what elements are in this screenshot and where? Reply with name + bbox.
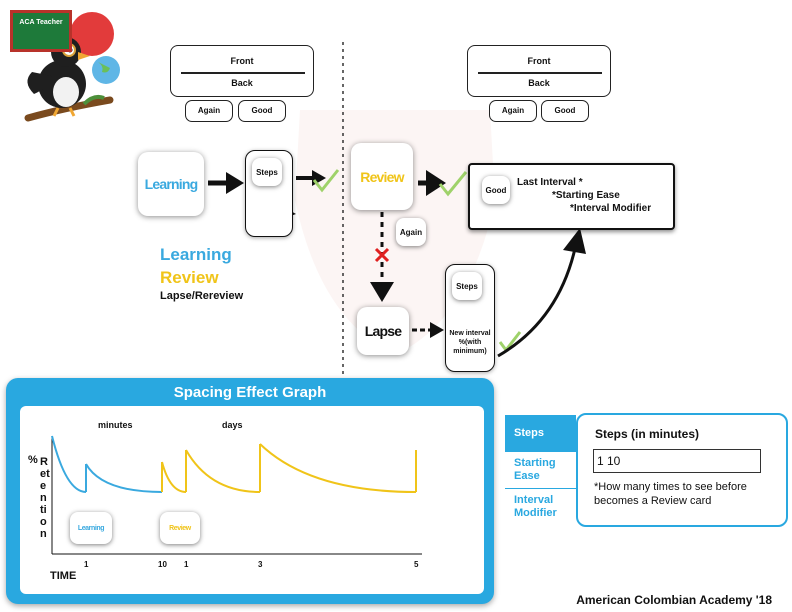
y-axis-label: Retention [40,456,50,540]
tab-starting-ease[interactable]: Starting Ease [505,452,576,488]
card-back-label: Back [528,78,550,88]
last-interval-label: Last Interval * [517,177,583,188]
learning-curve-2 [85,463,163,493]
y-axis-prefix: % [28,454,38,466]
learning-curve-1 [51,435,87,493]
good-chip: Good [482,176,510,204]
tick-5: 5 [414,560,419,569]
learning-tile: Learning [138,152,204,216]
check-icon-review [438,171,468,197]
review-curve-2 [185,449,261,493]
graph-learning-chip: Learning [70,512,112,544]
flashcard-mockup-left: Front Back [170,45,314,97]
card-front-label: Front [230,56,254,66]
days-label: days [222,420,243,430]
review-curve-1 [161,461,187,493]
cross-icon-review [374,247,390,263]
tab-steps[interactable]: Steps [505,415,576,451]
steps-chip-2: Steps [452,272,482,300]
starting-ease-label: *Starting Ease [552,190,620,201]
again-button-right[interactable]: Again [489,100,537,122]
legend-learning: Learning [160,245,232,264]
again-chip: Again [396,218,426,246]
tick-1-days: 1 [184,560,189,569]
footer-credit: American Colombian Academy '18 [576,593,772,607]
graph-svg [51,435,422,555]
tab-interval-modifier[interactable]: Interval Modifier [505,489,576,525]
graph-review-chip: Review [160,512,200,544]
again-button-left[interactable]: Again [185,100,233,122]
aca-teacher-board: ACA Teacher [10,10,72,52]
legend-lapse: Lapse/Rereview [160,290,244,302]
lapse-tile-label: Lapse [364,323,402,339]
graph-title: Spacing Effect Graph [173,384,327,401]
settings-sidebar: Steps Starting Ease Interval Modifier [505,415,576,525]
spacing-effect-graph-panel: Spacing Effect Graph minutes days % Rete… [6,378,494,604]
review-tile-label: Review [360,168,404,185]
learning-tile-label: Learning [144,176,199,192]
graph-canvas: minutes days % Retention TIME 1 10 1 3 5… [20,406,484,594]
steps-input[interactable]: 1 10 [593,449,761,473]
lapse-tile: Lapse [357,307,409,355]
steps-note: *How many times to see before becomes a … [594,481,747,507]
tick-10: 10 [158,560,167,569]
card-front-label: Front [527,56,551,66]
review-curve-3 [259,443,417,493]
review-tile: Review [351,143,413,210]
card-divider [181,72,305,74]
check-icon-steps [312,169,340,193]
logo-text: ACA Teacher [19,19,63,26]
minutes-label: minutes [98,420,133,430]
steps-chip: Steps [252,158,282,186]
tick-3: 3 [258,560,263,569]
card-divider [478,72,602,74]
steps-title: Steps (in minutes) [595,427,700,441]
interval-modifier-label: *Interval Modifier [570,203,652,214]
settings-main-panel: Steps (in minutes) 1 10 *How many times … [576,413,788,527]
card-back-label: Back [231,78,253,88]
good-button-right[interactable]: Good [541,100,589,122]
flashcard-mockup-right: Front Back [467,45,611,97]
arrow-interval-to-result [497,243,578,358]
new-interval-label: New interval %(with minimum) [449,330,491,355]
tick-1: 1 [84,560,89,569]
legend-review: Review [160,268,219,287]
good-button-left[interactable]: Good [238,100,286,122]
x-axis-label: TIME [50,570,77,582]
